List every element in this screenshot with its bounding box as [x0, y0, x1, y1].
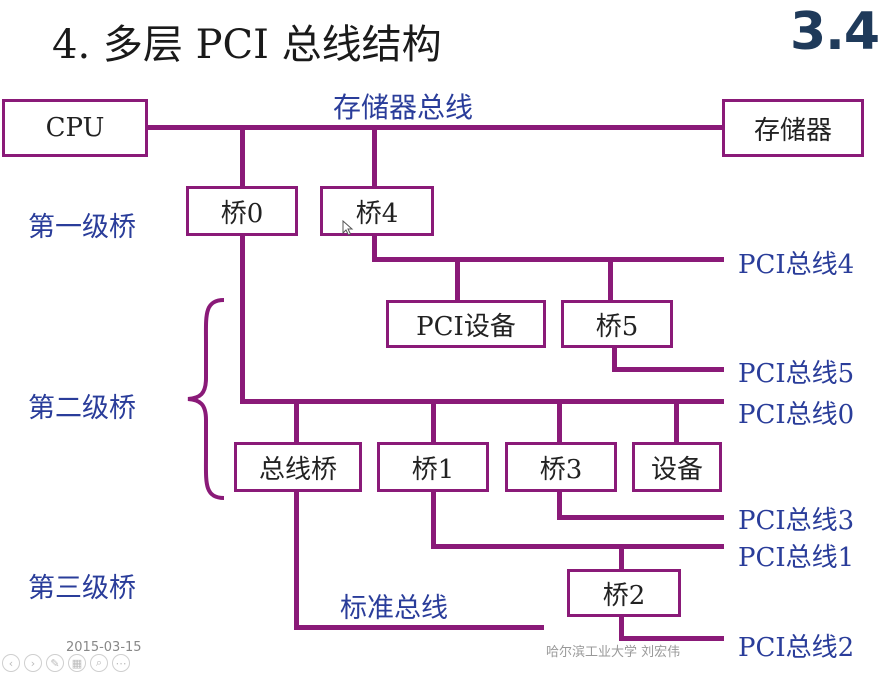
pci-bus3-line	[557, 515, 724, 520]
footer-date: 2015-03-15	[66, 640, 142, 655]
bridge0-box: 桥0	[186, 186, 298, 236]
page-title: 4. 多层 PCI 总线结构	[52, 22, 442, 68]
pci-bus5-label: PCI总线5	[738, 359, 855, 389]
pci-bus1-label: PCI总线1	[738, 543, 855, 573]
standard-bus-line	[294, 625, 544, 630]
pci-bus4-label: PCI总线4	[738, 250, 855, 280]
pen-icon[interactable]: ✎	[46, 654, 64, 672]
bridge3-box: 桥3	[505, 442, 617, 492]
memory-bus-line	[148, 125, 723, 130]
more-icon[interactable]: ⋯	[112, 654, 130, 672]
bridge5-box: 桥5	[561, 300, 673, 348]
section-number: 3.4	[790, 2, 880, 62]
device-link	[674, 401, 679, 443]
bridge3-link	[557, 401, 562, 443]
device-box: 设备	[632, 442, 722, 492]
bridge1-box: 桥1	[377, 442, 489, 492]
pci-bus5-drop	[612, 346, 617, 371]
bridge4-link	[372, 127, 377, 187]
brace-icon	[187, 298, 225, 500]
pci-bus1-line	[431, 544, 724, 549]
pci-bus5-line	[612, 367, 724, 372]
pci-bus2-drop	[619, 615, 624, 641]
bus-bridge-box: 总线桥	[234, 442, 362, 492]
pci-bus4-drop	[372, 234, 377, 261]
standard-bus-label: 标准总线	[340, 593, 448, 624]
standard-bus-drop	[294, 490, 299, 630]
slide-nav-bar: ‹ › ✎ ▦ ⌕ ⋯	[2, 654, 130, 672]
forward-icon[interactable]: ›	[24, 654, 42, 672]
pci-bus1-drop	[431, 490, 436, 549]
mouse-cursor-icon	[342, 220, 354, 236]
zoom-icon[interactable]: ⌕	[90, 654, 108, 672]
grid-icon[interactable]: ▦	[68, 654, 86, 672]
bridge2-link	[619, 546, 624, 570]
level-third-label: 第三级桥	[28, 573, 136, 604]
back-icon[interactable]: ‹	[2, 654, 20, 672]
pci-bus0-label: PCI总线0	[738, 400, 855, 430]
memory-box: 存储器	[722, 99, 864, 157]
pci-device-link	[455, 259, 460, 301]
level-second-label: 第二级桥	[28, 393, 136, 424]
pci-device-box: PCI设备	[386, 300, 546, 348]
pci-bus2-label: PCI总线2	[738, 633, 855, 663]
bridge1-link	[431, 401, 436, 443]
bridge2-box: 桥2	[567, 569, 681, 617]
bridge0-drop	[240, 234, 245, 404]
pci-bus0-line	[240, 399, 724, 404]
footer-author: 哈尔滨工业大学 刘宏伟	[546, 645, 681, 660]
level-first-label: 第一级桥	[28, 212, 136, 243]
pci-bus2-line	[619, 636, 724, 641]
bridge4-box: 桥4	[320, 186, 434, 236]
pci-bus3-drop	[557, 490, 562, 520]
memory-bus-label: 存储器总线	[333, 91, 474, 124]
bridge0-link	[240, 127, 245, 187]
bridge5-link	[608, 259, 613, 301]
pci-bus3-label: PCI总线3	[738, 506, 855, 536]
cpu-box: CPU	[2, 99, 148, 157]
pci-bus4-line	[372, 257, 724, 262]
bus-bridge-link	[294, 401, 299, 443]
